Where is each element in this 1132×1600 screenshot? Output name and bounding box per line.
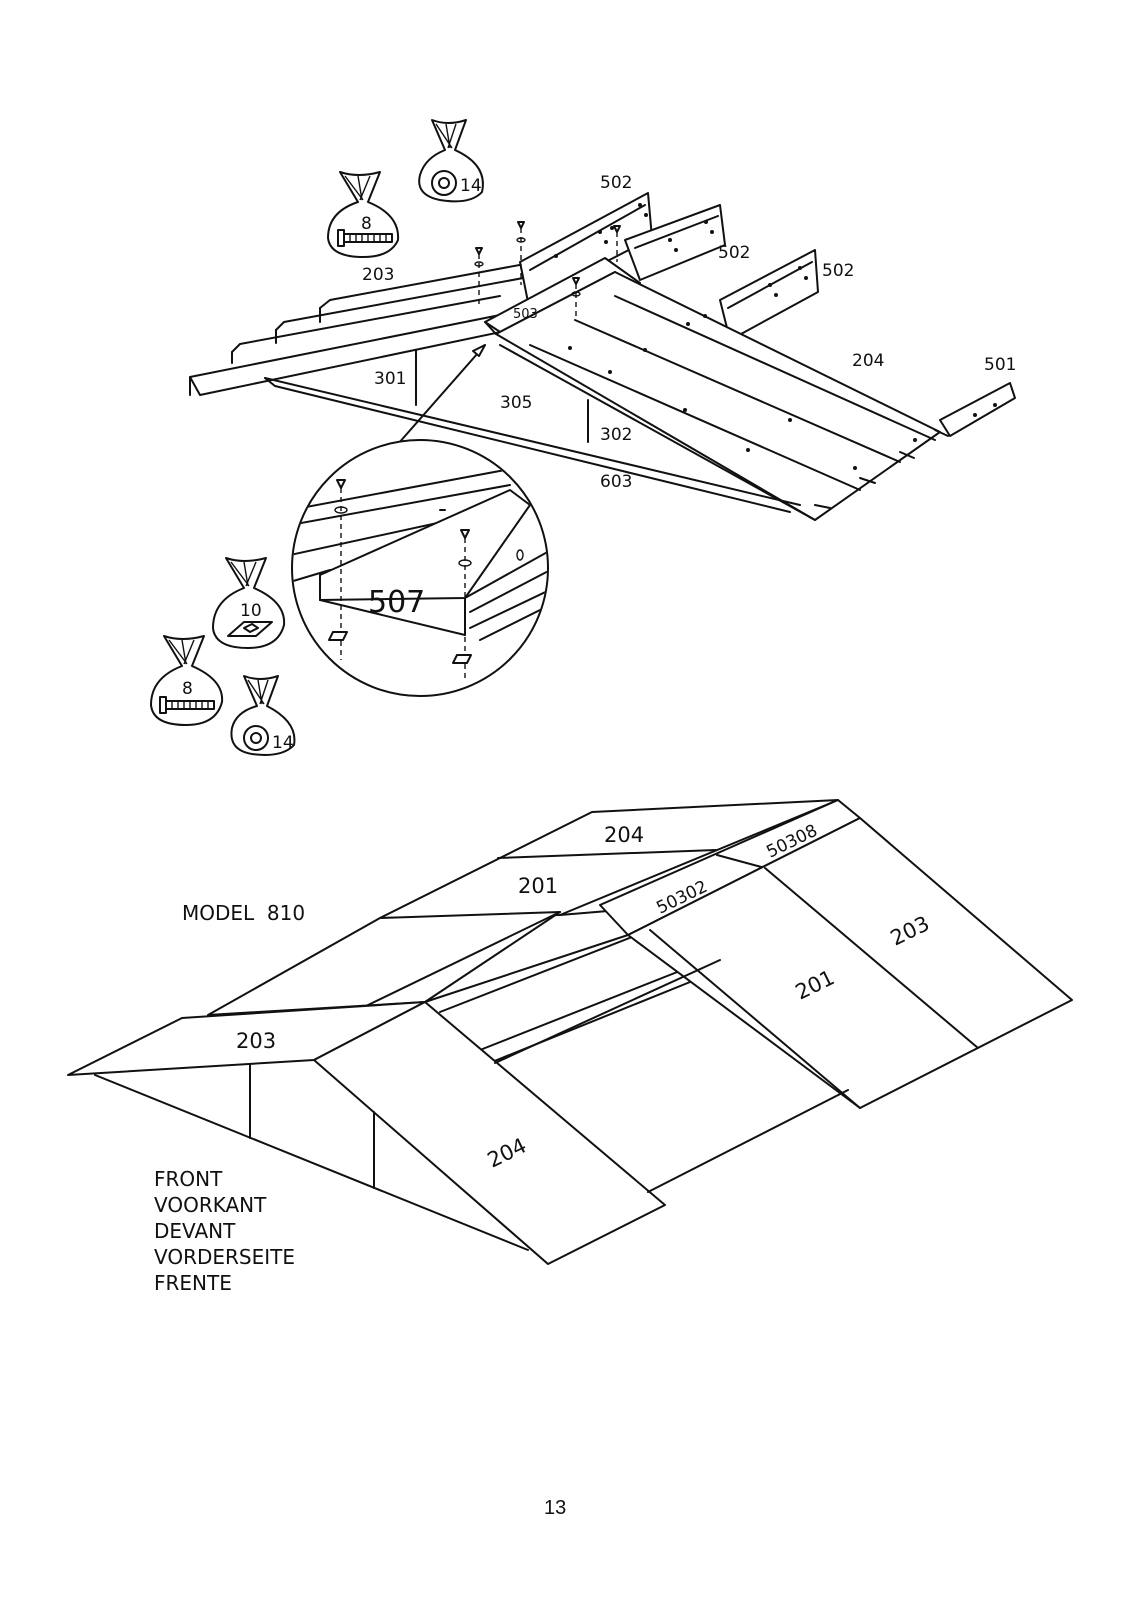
- front-label-1: VOORKANT: [154, 1193, 267, 1217]
- bag-top-screw-count: 8: [361, 214, 372, 234]
- label-201-back: 201: [518, 874, 558, 898]
- bag-screw-count: 8: [182, 679, 193, 699]
- label-301: 301: [374, 369, 406, 389]
- detail-leader-arrow: [472, 344, 486, 357]
- bag-nut-count: 10: [240, 601, 262, 621]
- detail-leader-line: [397, 344, 486, 445]
- bag-top-washer-count: 14: [460, 176, 482, 196]
- label-507: 507: [368, 585, 425, 620]
- label-305: 305: [500, 393, 532, 413]
- label-203-top: 203: [362, 265, 394, 285]
- label-204-back: 204: [604, 823, 644, 847]
- purlin-502-left: [519, 192, 653, 303]
- front-label-0: FRONT: [154, 1167, 223, 1191]
- front-labels: FRONT VOORKANT DEVANT VORDERSEITE FRENTE: [154, 1167, 295, 1295]
- purlin-502-right: [719, 249, 819, 341]
- detail-circle-507: 507: [291, 439, 549, 697]
- front-label-2: DEVANT: [154, 1219, 236, 1243]
- bag-screws-8-top: 8: [327, 171, 400, 259]
- left-roof-panel-203: [189, 251, 591, 396]
- front-label-3: VORDERSEITE: [154, 1245, 295, 1269]
- bag-washers-14: 14: [230, 675, 296, 756]
- gable-truss: [264, 349, 801, 513]
- top-roof-assembly: 502 502 502 203 503 204 501 301 305 302 …: [189, 173, 1016, 521]
- front-label-4: FRENTE: [154, 1271, 232, 1295]
- label-501: 501: [984, 355, 1016, 375]
- page-number: 13: [544, 1497, 566, 1519]
- ridge-screws: [474, 221, 621, 318]
- purlin-501: [939, 382, 1016, 437]
- label-203-front: 203: [236, 1029, 276, 1053]
- label-502-a: 502: [600, 173, 632, 193]
- bag-washer-count: 14: [272, 733, 294, 753]
- model-label: MODEL 810: [182, 901, 305, 925]
- label-603: 603: [600, 472, 632, 492]
- label-204-top: 204: [852, 351, 884, 371]
- bag-nuts-10: 10: [212, 557, 286, 649]
- left-slope: [207, 911, 561, 1016]
- bag-washers-14-top: 14: [418, 119, 484, 203]
- front-gable-204: [313, 1001, 666, 1265]
- label-503: 503: [513, 307, 538, 322]
- bag-screws-8: 8: [150, 635, 224, 726]
- label-502-c: 502: [822, 261, 854, 281]
- purlin-502-middle: [624, 204, 726, 281]
- label-302: 302: [600, 425, 632, 445]
- bottom-roof-layout: 204 201 50302 50308 203 201 203 204: [67, 799, 1073, 1265]
- right-slope: [627, 817, 1073, 1109]
- label-502-b: 502: [718, 243, 750, 263]
